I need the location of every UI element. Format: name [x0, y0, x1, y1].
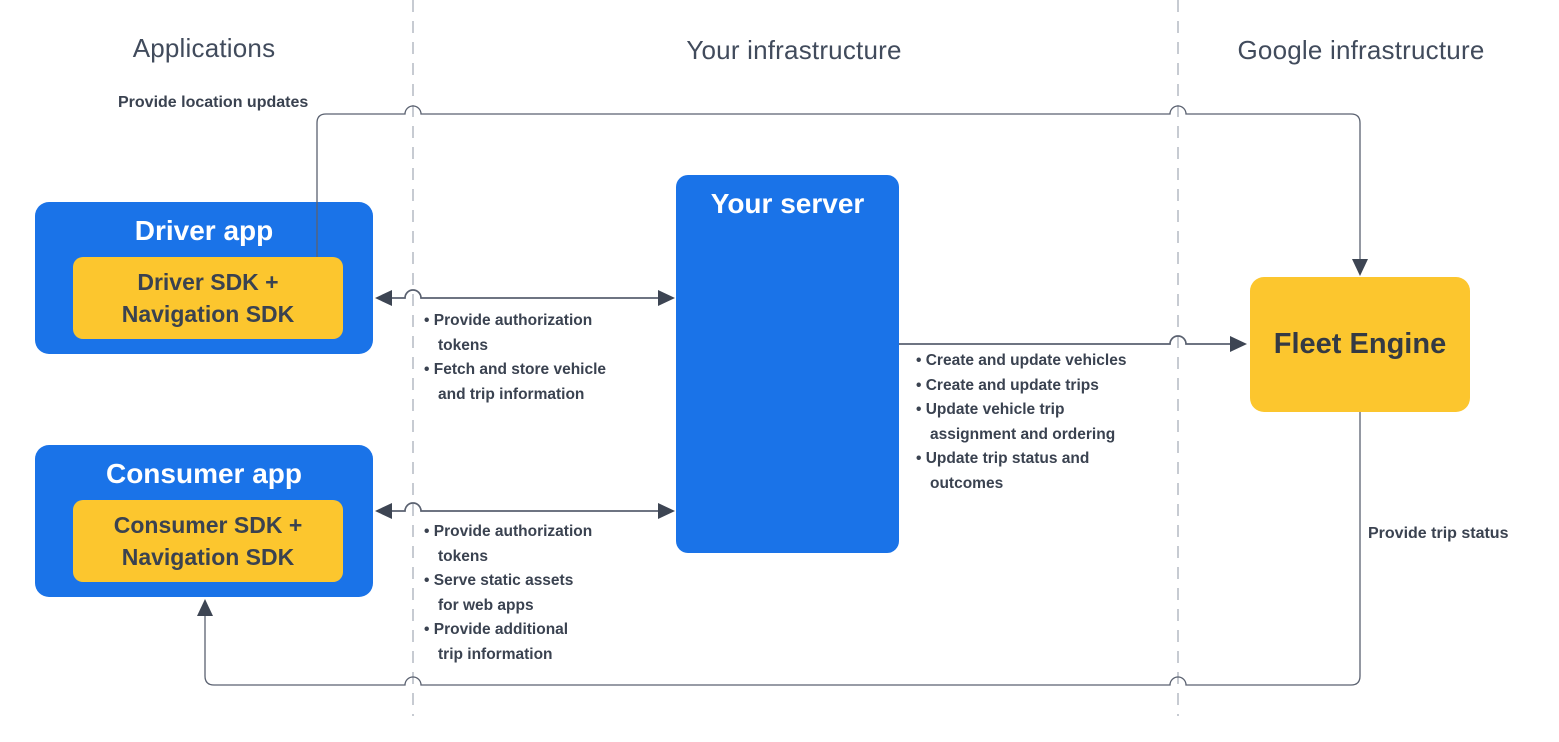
your-server-node: Your server [676, 175, 899, 553]
column-header-your-infrastructure: Your infrastructure [686, 35, 902, 65]
consumer-app-title: Consumer app [105, 458, 303, 489]
driver-app-node: Driver app Driver SDK + Navigation SDK [35, 202, 373, 354]
your-server-title: Your server [710, 188, 865, 219]
edge-label-provide-location-updates: Provide location updates [118, 94, 309, 111]
arrowhead-into-fleet-engine-top [1352, 259, 1368, 276]
column-header-applications: Applications [132, 33, 276, 63]
fleet-engine-title: Fleet Engine [1273, 328, 1447, 360]
server-fleet-edge-annotations: • Create and update vehicles • Create and… [916, 349, 1181, 496]
arrowhead-into-consumer-app [375, 503, 392, 519]
driver-sdk-label: Driver SDK + Navigation SDK [121, 268, 295, 327]
arrowhead-into-fleet-engine-left [1230, 336, 1247, 352]
driver-app-title: Driver app [134, 215, 274, 246]
consumer-sdk-node: Consumer SDK + Navigation SDK [73, 500, 343, 582]
edge-consumer-server-path [390, 502, 660, 512]
arrowhead-into-driver-app [375, 290, 392, 306]
edge-server-fleet-path [899, 335, 1230, 345]
consumer-app-node: Consumer app Consumer SDK + Navigation S… [35, 445, 373, 597]
column-header-google-infrastructure: Google infrastructure [1237, 35, 1485, 65]
bullet-item: • Create and update trips [916, 376, 1099, 394]
consumer-sdk-label: Consumer SDK + Navigation SDK [113, 511, 303, 570]
arrowhead-into-consumer-app-bottom [197, 599, 213, 616]
bullet-item: • Create and update vehicles [916, 352, 1127, 369]
fleet-engine-node: Fleet Engine [1250, 277, 1470, 412]
arrowhead-into-server-upper [658, 290, 675, 306]
edge-label-provide-trip-status: Provide trip status [1368, 525, 1509, 542]
edge-driver-server-path [390, 289, 660, 299]
driver-sdk-node: Driver SDK + Navigation SDK [73, 257, 343, 339]
arrowhead-into-server-lower [658, 503, 675, 519]
